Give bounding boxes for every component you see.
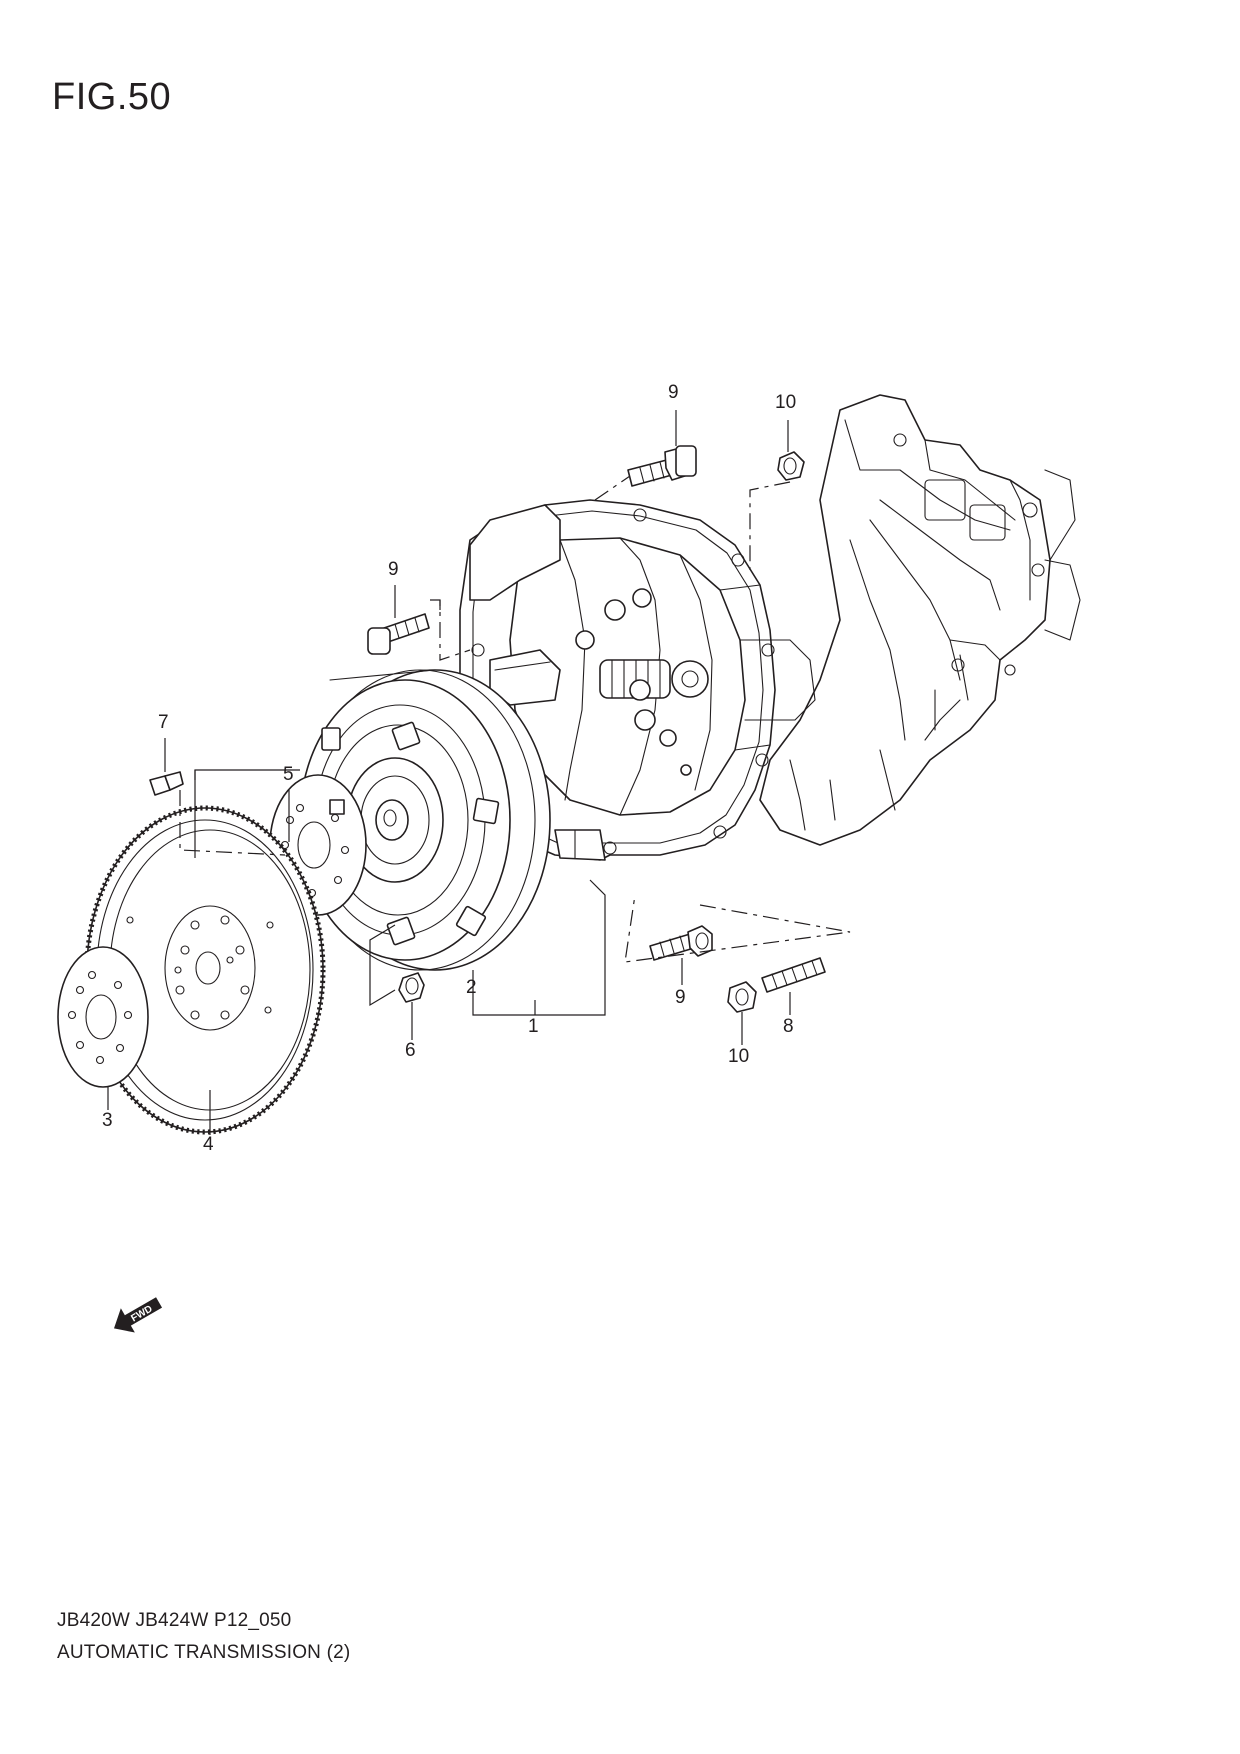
callout-7: 7: [158, 712, 169, 733]
callout-1: 1: [528, 1016, 539, 1037]
callout-9-top: 9: [668, 382, 679, 403]
callout-3: 3: [102, 1110, 113, 1131]
bolt-flywheel: [149, 771, 184, 796]
bolt-converter: [398, 972, 425, 1003]
transmission-assembly: [459, 394, 1081, 861]
callout-10-top: 10: [775, 392, 796, 413]
callout-10-lower: 10: [728, 1046, 749, 1067]
nut-top: [777, 451, 805, 481]
assembly-dashed-lines: [179, 475, 851, 963]
callout-8: 8: [783, 1016, 794, 1037]
callout-9-lower: 9: [675, 987, 686, 1008]
nut-lower: [727, 981, 757, 1013]
bolt-top: [627, 445, 697, 487]
adapter-plate-rear: [57, 946, 149, 1088]
fwd-arrow-icon: FWD: [114, 1297, 163, 1333]
callout-5: 5: [283, 764, 294, 785]
fwd-label: FWD: [129, 1304, 154, 1325]
footer-model-code: JB420W JB424W P12_050: [57, 1610, 292, 1631]
callout-6: 6: [405, 1040, 416, 1061]
callout-9-left: 9: [388, 559, 399, 580]
callout-2: 2: [466, 977, 477, 998]
bolt-left: [367, 613, 430, 655]
callout-4: 4: [203, 1134, 214, 1155]
stud: [761, 957, 826, 993]
callout-labels: 9 10 9 7 5 2 1 9 8 6 10 3 4: [102, 382, 796, 1155]
figure-title: FIG.50: [52, 76, 172, 118]
footer-section-name: AUTOMATIC TRANSMISSION (2): [57, 1642, 351, 1663]
leader-lines: [107, 410, 791, 1135]
